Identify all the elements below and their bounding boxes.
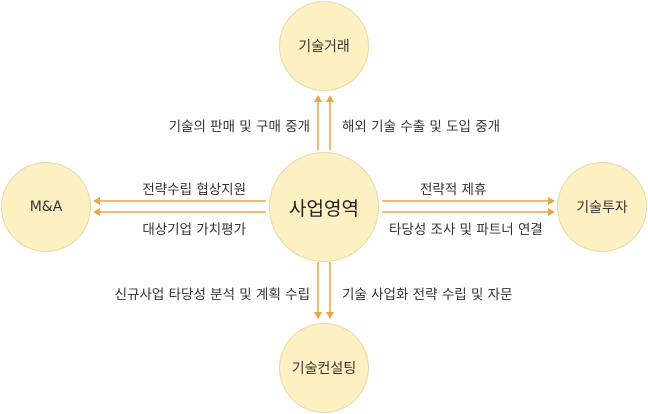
label-left-top: 전략수립 협상지원 — [142, 182, 246, 198]
node-bottom: 기술컨설팅 — [279, 323, 369, 413]
node-right-label: 기술투자 — [576, 200, 628, 216]
node-left: M&A — [1, 162, 91, 252]
label-right-bottom: 타당성 조사 및 파트너 연결 — [389, 222, 543, 238]
label-bottom-right: 기술 사업화 전략 수립 및 자문 — [342, 287, 513, 303]
node-center-label: 사업영역 — [289, 197, 359, 220]
node-right: 기술투자 — [557, 162, 647, 252]
node-top: 기술거래 — [279, 1, 369, 91]
label-top-right: 해외 기술 수출 및 도입 중개 — [342, 119, 501, 135]
node-top-label: 기술거래 — [298, 39, 350, 55]
node-bottom-label: 기술컨설팅 — [291, 361, 357, 377]
node-left-label: M&A — [29, 199, 63, 215]
label-bottom-left: 신규사업 타당성 분석 및 계획 수립 — [114, 287, 310, 303]
label-top-left: 기술의 판매 및 구매 중개 — [168, 119, 310, 135]
label-left-bottom: 대상기업 가치평가 — [142, 222, 246, 238]
label-right-top: 전략적 제휴 — [420, 182, 487, 198]
node-center: 사업영역 — [269, 152, 379, 262]
